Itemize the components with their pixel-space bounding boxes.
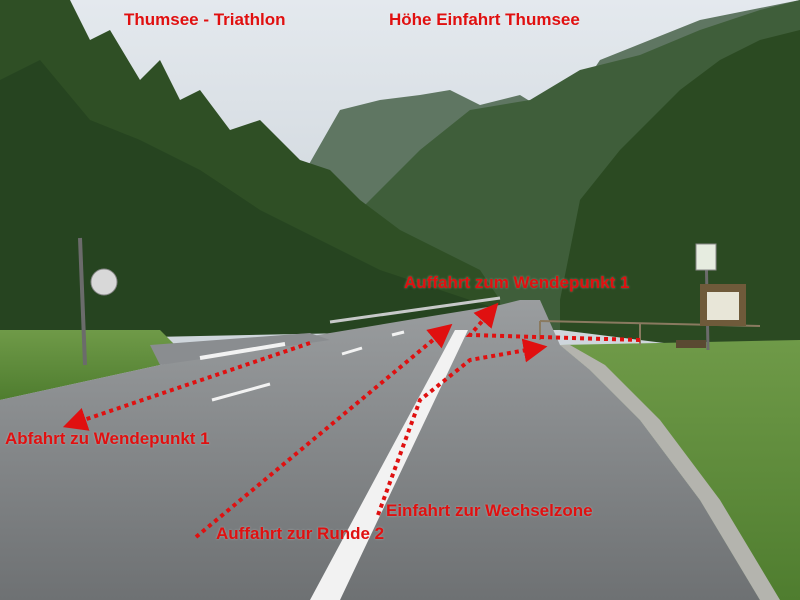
dash-3: [391, 330, 405, 337]
title-triathlon: Thumsee - Triathlon: [124, 10, 286, 29]
guardrail: [329, 296, 501, 324]
title-location: Höhe Einfahrt Thumsee: [389, 10, 580, 29]
road-side-street: [150, 333, 330, 365]
bench: [676, 340, 706, 348]
label-auffahrt-runde2: Auffahrt zur Runde 2: [216, 524, 385, 543]
dash-2: [341, 346, 363, 356]
forest-left-shade: [0, 60, 500, 340]
label-einfahrt-wechselzone: Einfahrt zur Wechselzone: [386, 501, 593, 520]
forest-right: [560, 30, 800, 360]
arrow-icon: [465, 302, 641, 342]
road: [0, 300, 760, 600]
stop-line: [199, 342, 286, 360]
road-sign-square: [695, 243, 717, 271]
arrow-icon: [194, 323, 453, 539]
center-line: [310, 330, 468, 600]
arrow-icon: [62, 341, 311, 431]
dash-1: [211, 382, 271, 402]
label-abfahrt-wendepunkt: Abfahrt zu Wendepunkt 1: [5, 429, 210, 448]
road-sign-icon: [90, 268, 118, 296]
info-board-panel: [707, 292, 739, 320]
arrow-icon: [376, 338, 548, 516]
curb-right: [560, 345, 780, 600]
grass-left: [0, 330, 180, 400]
label-auffahrt-wendepunkt: Auffahrt zum Wendepunkt 1: [404, 273, 630, 292]
sign-pole-left: [78, 237, 87, 366]
